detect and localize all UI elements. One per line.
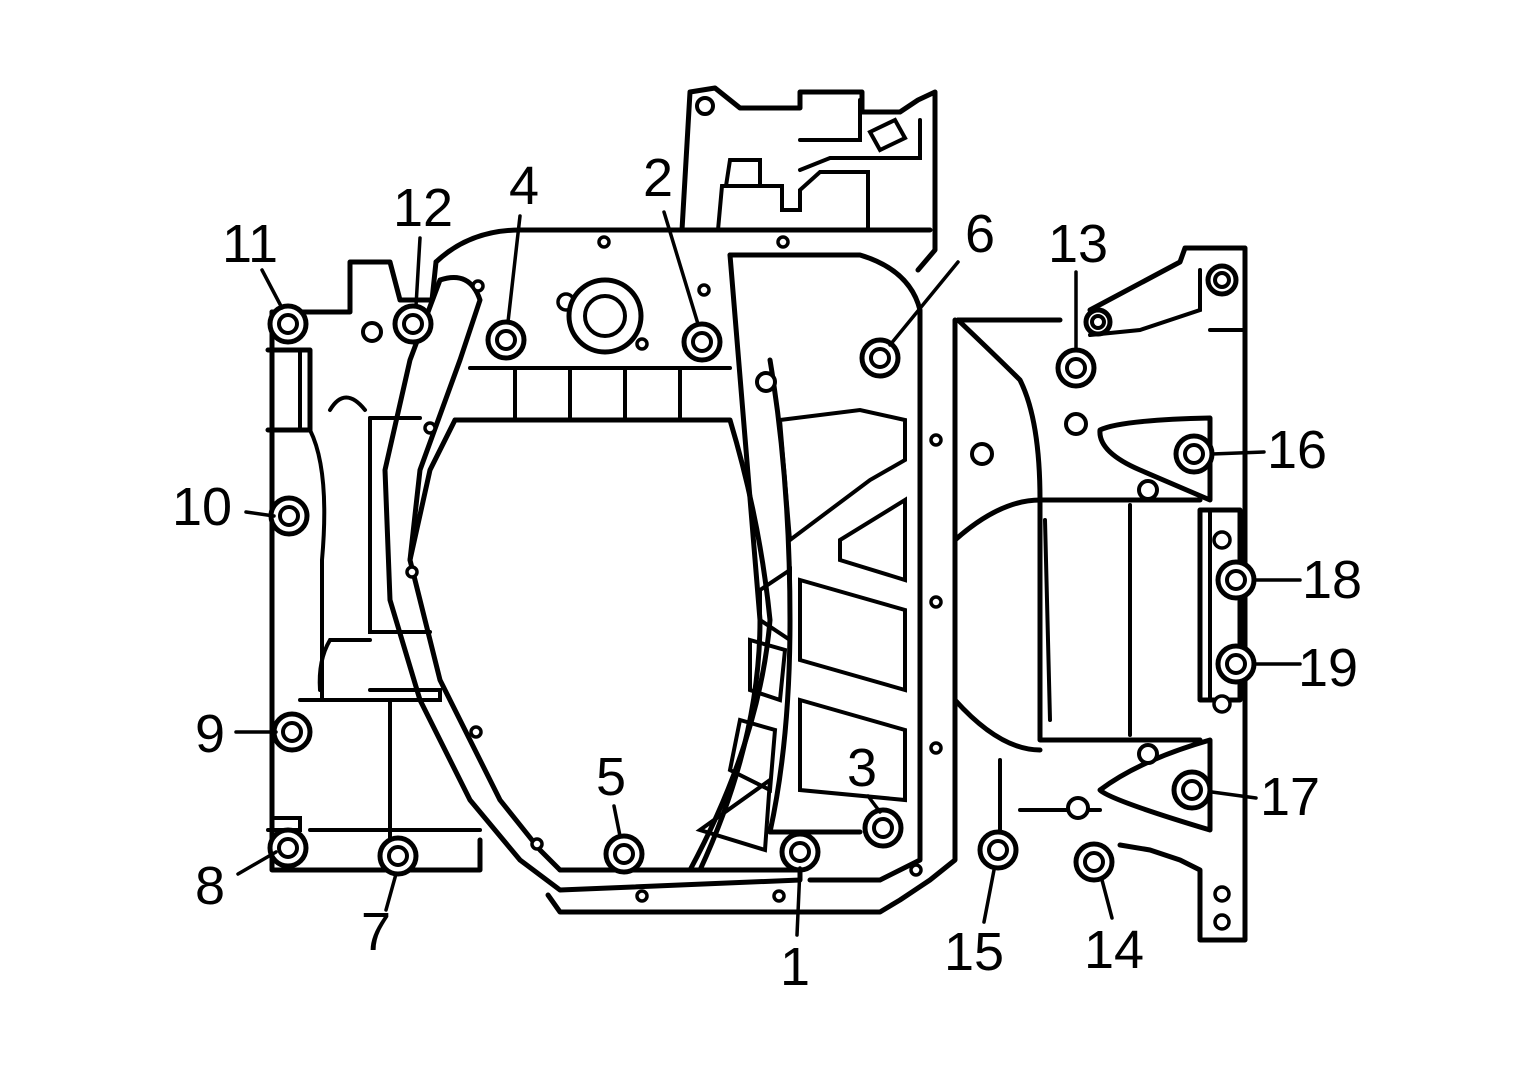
right-window	[952, 317, 1203, 852]
bolt-3-leader	[866, 794, 882, 814]
bolt-7-label: 7	[361, 902, 391, 962]
bolt-18-label: 18	[1302, 550, 1362, 610]
bolt-15-hole	[987, 839, 1009, 861]
bolt-13: 13	[1048, 214, 1108, 389]
unnumbered-bolts	[361, 96, 1239, 820]
bolt-19-hole	[1225, 653, 1247, 675]
bolt-9: 9	[195, 704, 313, 764]
bolt-10-leader	[244, 510, 276, 518]
left-flange	[298, 275, 803, 893]
center-rib	[545, 252, 958, 915]
bolt-2: 2	[643, 148, 723, 363]
bolt-14-label: 14	[1084, 920, 1144, 980]
bolt-5-leader	[612, 804, 622, 838]
bolt-5: 5	[596, 747, 645, 875]
bolt-14-leader	[1100, 878, 1114, 920]
bolt-7-hole	[387, 845, 409, 867]
bolt-6-label: 6	[965, 204, 995, 264]
bolt-15-label: 15	[944, 922, 1004, 982]
bolt-10-hole	[278, 505, 300, 527]
bolt-16: 16	[1173, 420, 1327, 480]
bolt-3-hole	[872, 817, 894, 839]
bolt-6: 6	[859, 204, 995, 379]
bolt-11-label: 11	[222, 214, 278, 274]
bolt-17-label: 17	[1260, 767, 1320, 827]
bolt-17: 17	[1171, 767, 1320, 827]
bolt-1-label: 1	[780, 937, 810, 997]
bolt-16-leader	[1210, 450, 1266, 456]
bolt-2-hole	[691, 331, 713, 353]
bolt-9-hole	[281, 721, 303, 743]
bolt-18: 18	[1215, 550, 1362, 610]
bolt-18-hole	[1225, 569, 1247, 591]
bolt-5-label: 5	[596, 747, 626, 807]
bolt-3: 3	[847, 738, 904, 849]
bolt-13-hole	[1065, 357, 1087, 379]
bolt-17-leader	[1210, 790, 1258, 800]
bolt-8-label: 8	[195, 856, 225, 916]
bolt-7: 7	[361, 835, 419, 962]
bolt-17-hole	[1181, 779, 1203, 801]
bolt-10-label: 10	[172, 477, 232, 537]
bolt-6-hole	[869, 347, 891, 369]
bolt-14-hole	[1083, 851, 1105, 873]
left-rail	[265, 347, 482, 832]
bolt-4-leader	[506, 214, 522, 324]
bolt-14: 14	[1073, 841, 1144, 980]
bolt-2-label: 2	[643, 148, 673, 208]
housing-outline	[269, 85, 1248, 943]
bolt-19-label: 19	[1298, 638, 1358, 698]
bolt-11-hole	[277, 313, 299, 335]
bolt-4-hole	[495, 329, 517, 351]
bolt-5-hole	[613, 843, 635, 865]
bolt-16-label: 16	[1267, 420, 1327, 480]
bolt-9-label: 9	[195, 704, 225, 764]
bolt-4-label: 4	[509, 156, 539, 216]
bolt-12-leader	[414, 236, 422, 308]
bolt-15-leader	[982, 868, 996, 924]
bolt-1-hole	[789, 841, 811, 863]
bolt-6-leader	[888, 260, 960, 347]
bolt-1: 1	[779, 831, 821, 997]
bolt-12-hole	[402, 313, 424, 335]
bolt-4: 4	[485, 156, 539, 361]
bolt-16-hole	[1183, 443, 1205, 465]
bolt-1-leader	[795, 866, 802, 937]
bolt-3-label: 3	[847, 738, 877, 798]
bolt-2-leader	[662, 210, 700, 326]
bolt-11: 11	[222, 214, 309, 345]
bolt-8-hole	[277, 837, 299, 859]
bolt-19: 19	[1215, 638, 1358, 698]
bolt-8: 8	[195, 827, 309, 916]
bolt-13-label: 13	[1048, 214, 1108, 274]
bolt-12-label: 12	[393, 178, 453, 238]
bolt-11-leader	[260, 268, 284, 310]
bolt-10: 10	[172, 477, 310, 537]
flange-dots	[405, 235, 1232, 931]
bolt-15: 15	[944, 829, 1019, 982]
bolt-12: 12	[392, 178, 453, 345]
bolt-7-leader	[384, 872, 398, 912]
bolt-8-leader	[236, 850, 278, 876]
